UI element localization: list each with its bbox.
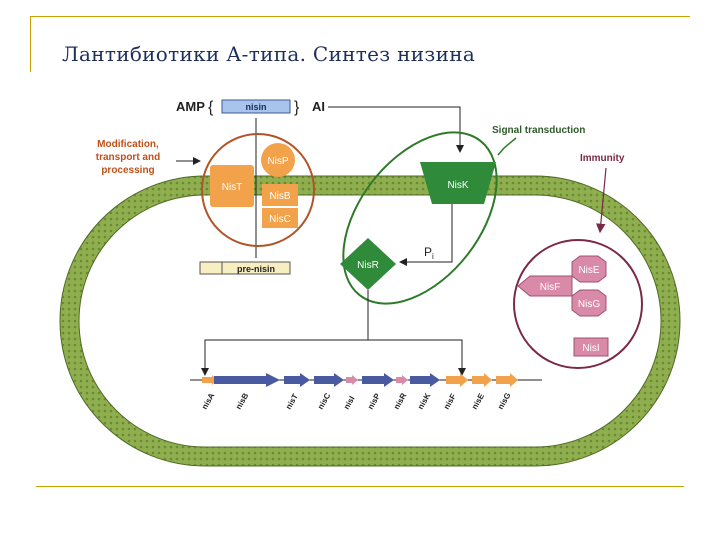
regulation-arrows [204, 339, 463, 374]
svg-text:processing: processing [101, 165, 154, 176]
top-rule [30, 16, 690, 17]
nisin-label: nisin [245, 102, 266, 112]
nisp-label: NisP [267, 156, 288, 167]
nisg-protein [571, 289, 607, 317]
immunity-circle [513, 239, 643, 369]
svg-text:transport and: transport and [96, 152, 160, 163]
cell-membrane [59, 175, 681, 467]
modification-label: Modification, transport and processing [96, 139, 160, 176]
prenisin-label: pre-nisin [237, 264, 275, 274]
amp-label: AMP [176, 99, 205, 114]
svg-text:nisT: nisT [284, 392, 300, 411]
nisin-box [221, 99, 291, 114]
promoter-arrow-left [201, 368, 209, 376]
nisr-label: NisR [357, 260, 379, 271]
nisp-protein [261, 143, 295, 177]
right-brace: } [294, 99, 300, 116]
nist-label: NisT [222, 182, 243, 193]
nisk-protein [420, 162, 496, 204]
nisr-protein [340, 238, 396, 290]
svg-text:nisC: nisC [316, 391, 333, 411]
nisb-label: NisB [269, 191, 290, 202]
nisc-protein [262, 208, 298, 228]
modification-circle [201, 133, 315, 247]
promoter-arrow-right [458, 368, 466, 376]
nisg-label: NisG [578, 299, 600, 310]
svg-text:nisP: nisP [366, 391, 383, 411]
signal-transduction-pointer [497, 137, 517, 156]
gene-labels: nisA nisB nisT nisC nisI nisP nisR nisK … [200, 391, 513, 411]
phosphate-label: Pi [424, 245, 434, 261]
svg-text:nisB: nisB [234, 391, 251, 411]
nisk-label: NisK [447, 180, 468, 191]
prenisin-box-left [199, 261, 223, 275]
signal-transduction-label: Signal transduction [492, 125, 585, 136]
ai-label: AI [312, 99, 325, 114]
nise-label: NisE [578, 265, 599, 276]
svg-text:nisR: nisR [392, 391, 409, 411]
nisf-label: NisF [540, 282, 561, 293]
nisi-label: NisI [582, 343, 599, 354]
nisb-protein [262, 184, 298, 206]
ai-signal-arrow [328, 106, 464, 153]
immunity-arrow [596, 167, 607, 234]
bottom-rule [36, 486, 684, 487]
nist-protein [210, 165, 254, 207]
nise-protein [571, 255, 607, 283]
immunity-label: Immunity [580, 153, 625, 164]
slide-title: Лантибиотики А-типа. Синтез низина [62, 42, 476, 66]
nisf-protein [517, 275, 573, 297]
svg-text:nisE: nisE [470, 391, 487, 411]
gene-arrows [202, 373, 518, 387]
svg-text:nisI: nisI [342, 395, 357, 411]
svg-text:nisA: nisA [200, 391, 217, 411]
signal-transduction-ellipse [342, 131, 498, 305]
left-brace: { [208, 99, 214, 116]
svg-text:Modification,: Modification, [97, 139, 159, 150]
prenisin-box-right [221, 261, 291, 275]
svg-text:nisG: nisG [496, 391, 513, 411]
phosphorylation-arrow [399, 204, 453, 266]
svg-text:nisF: nisF [442, 392, 458, 411]
svg-text:nisK: nisK [416, 391, 433, 411]
nisc-label: NisC [269, 214, 291, 225]
nisi-protein [573, 337, 609, 357]
left-rule [30, 16, 31, 72]
